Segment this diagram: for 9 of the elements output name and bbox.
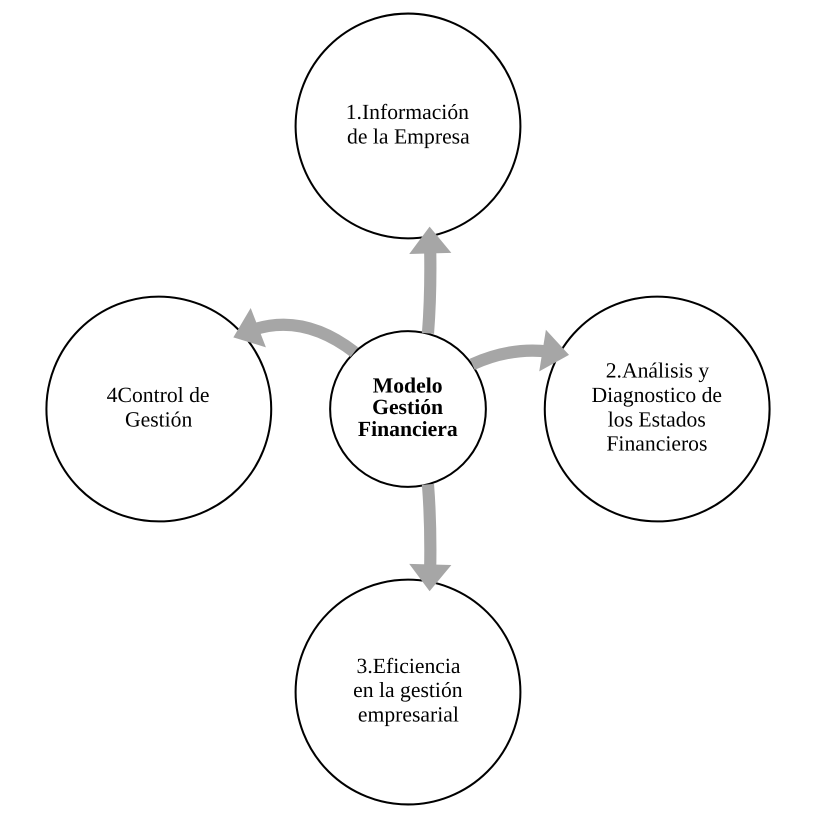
- node-circle: 1.Información de la Empresa: [294, 12, 522, 240]
- node-circle: Modelo Gestión Financiera: [329, 330, 487, 488]
- arrow: [409, 484, 452, 592]
- arrow: [233, 308, 358, 357]
- node-circle: 4Control de Gestión: [45, 296, 272, 522]
- arrow: [470, 330, 570, 372]
- node-circle: 2.Análisis y Diagnostico de los Estados Financieros: [544, 296, 771, 522]
- arrow: [409, 226, 452, 334]
- node-circle: 3.Eficiencia en la gestión empresarial: [294, 578, 522, 806]
